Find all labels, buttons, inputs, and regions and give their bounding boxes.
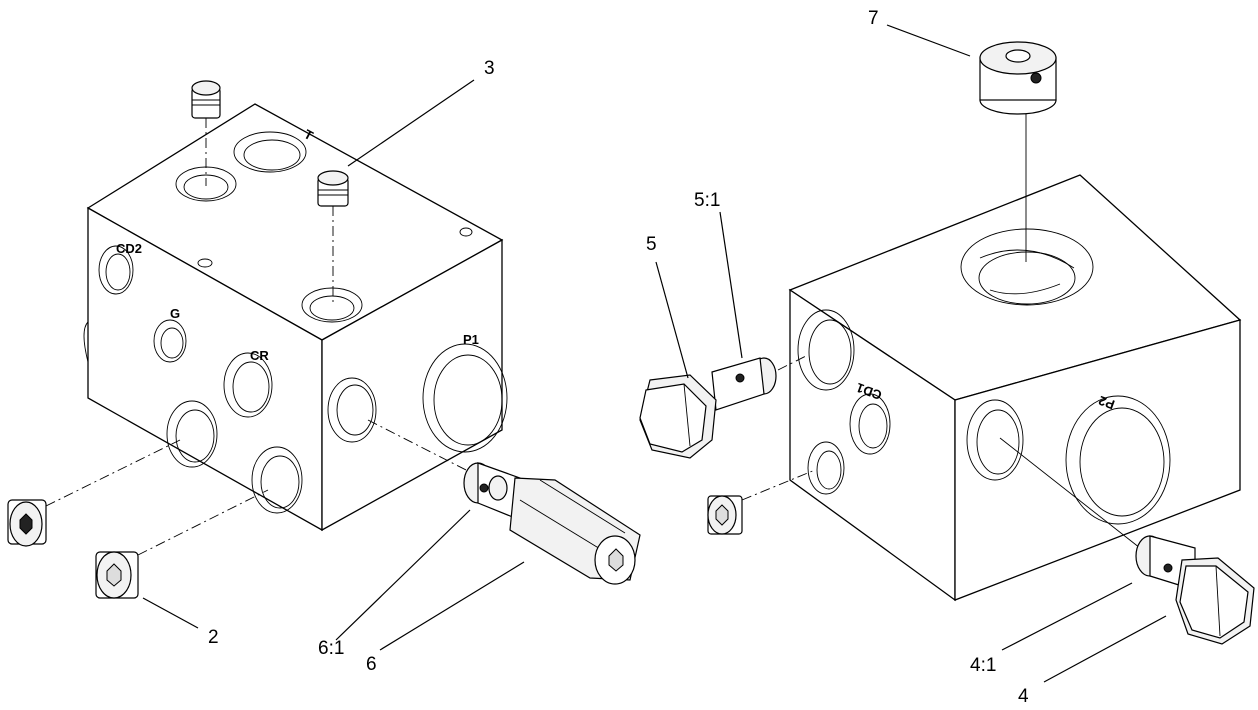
port-label-cr: CR [250, 348, 269, 363]
port-label-p2: P2 [1097, 393, 1117, 413]
callout-7: 7 [868, 8, 879, 29]
port-g-bore [153, 319, 187, 363]
callout-5-1: 5:1 [694, 190, 720, 211]
callout-2: 2 [208, 627, 219, 648]
left-manifold-block: T CD2 G CR P1 [83, 103, 508, 532]
cartridge-6 [367, 419, 641, 585]
left-lower-bore-2 [251, 446, 303, 514]
cartridge-6-bore [327, 377, 377, 443]
plug-2 [95, 489, 269, 599]
plug-left-lower [7, 439, 181, 547]
left-lower-bore-1 [166, 400, 218, 468]
callout-4-1: 4:1 [970, 655, 996, 676]
port-label-g: G [170, 306, 180, 321]
port-cd1-bore [849, 393, 891, 455]
right-plug-bore [807, 441, 845, 495]
cartridge-4-bore [966, 399, 1024, 481]
callout-3: 3 [484, 58, 495, 79]
callout-4: 4 [1018, 686, 1029, 707]
top-plug-bore-right [301, 287, 363, 323]
port-cd2-bore [98, 245, 134, 295]
cartridge-4 [999, 437, 1255, 645]
cartridge-7 [979, 41, 1057, 262]
top-small-hole [197, 258, 213, 268]
callout-6-1: 6:1 [318, 638, 344, 659]
port-p2-bore [1065, 395, 1171, 525]
leader-lines [142, 24, 1167, 683]
cartridge-5-bore [797, 309, 855, 391]
callout-6: 6 [366, 654, 377, 675]
right-manifold-block: CD1 P2 [788, 174, 1242, 602]
port-label-p1: P1 [463, 332, 479, 347]
callout-5: 5 [646, 234, 657, 255]
plug-right [707, 469, 816, 535]
port-t-bore [233, 131, 307, 173]
cartridge-7-bore [960, 228, 1094, 306]
port-cr-bore [223, 352, 273, 418]
port-p1-bore [422, 343, 508, 453]
cartridge-5 [639, 355, 807, 459]
plug-3 [317, 170, 349, 305]
top-small-hole [459, 227, 473, 237]
callout-labels: 3 2 6:1 6 5 5:1 7 4:1 4 [208, 8, 1029, 707]
plug-top-left [191, 80, 221, 186]
port-label-cd2: CD2 [116, 241, 142, 256]
